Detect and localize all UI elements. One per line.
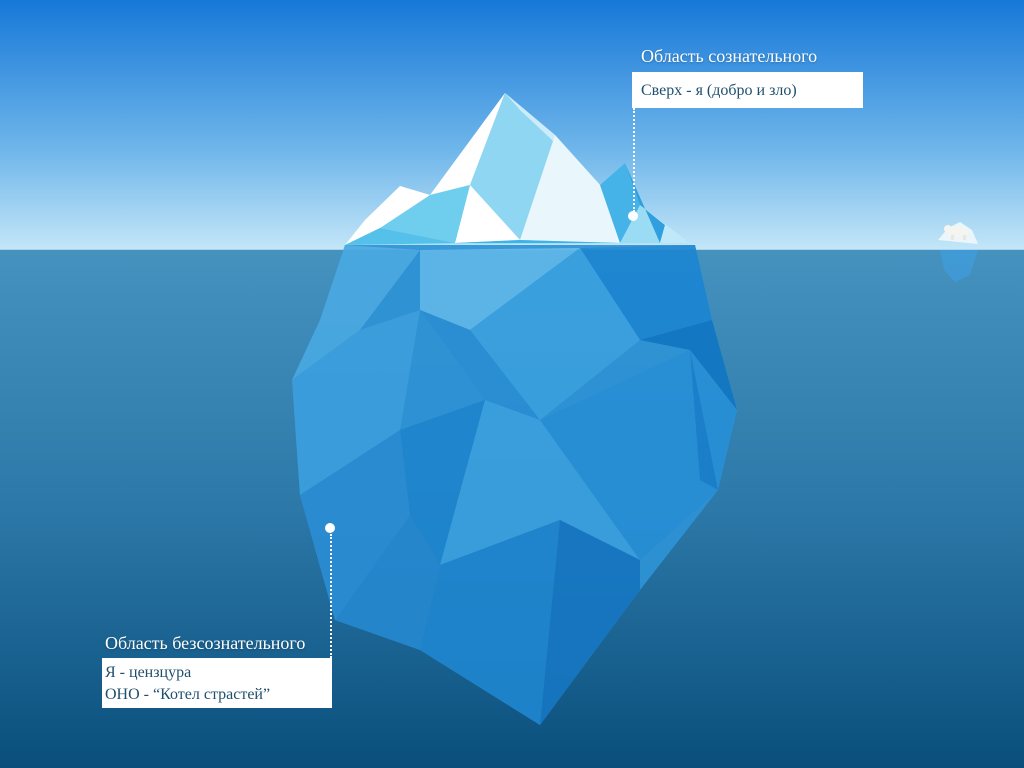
unconscious-area-title: Область безсознательного [105,633,306,653]
conscious-pointer-dot-icon [628,211,638,221]
conscious-area-title: Область сознательного [641,46,818,66]
unconscious-pointer-dot-icon [325,523,335,533]
conscious-area-box: Сверх - я (добро и зло) [632,72,863,108]
unconscious-leader-line [330,534,332,658]
iceberg-underwater-icon [292,245,737,725]
conscious-leader-line [633,108,635,212]
conscious-area-line: Сверх - я (добро и зло) [641,82,797,99]
unconscious-area-line-ego: Я - цензцура [105,664,192,681]
unconscious-area-box: Я - цензцура ОНО - “Котел страстей” [102,658,332,708]
unconscious-area-line-id: ОНО - “Котел страстей” [105,686,271,703]
iceberg-tip-icon [345,93,690,245]
polar-bear-icon [944,225,970,240]
